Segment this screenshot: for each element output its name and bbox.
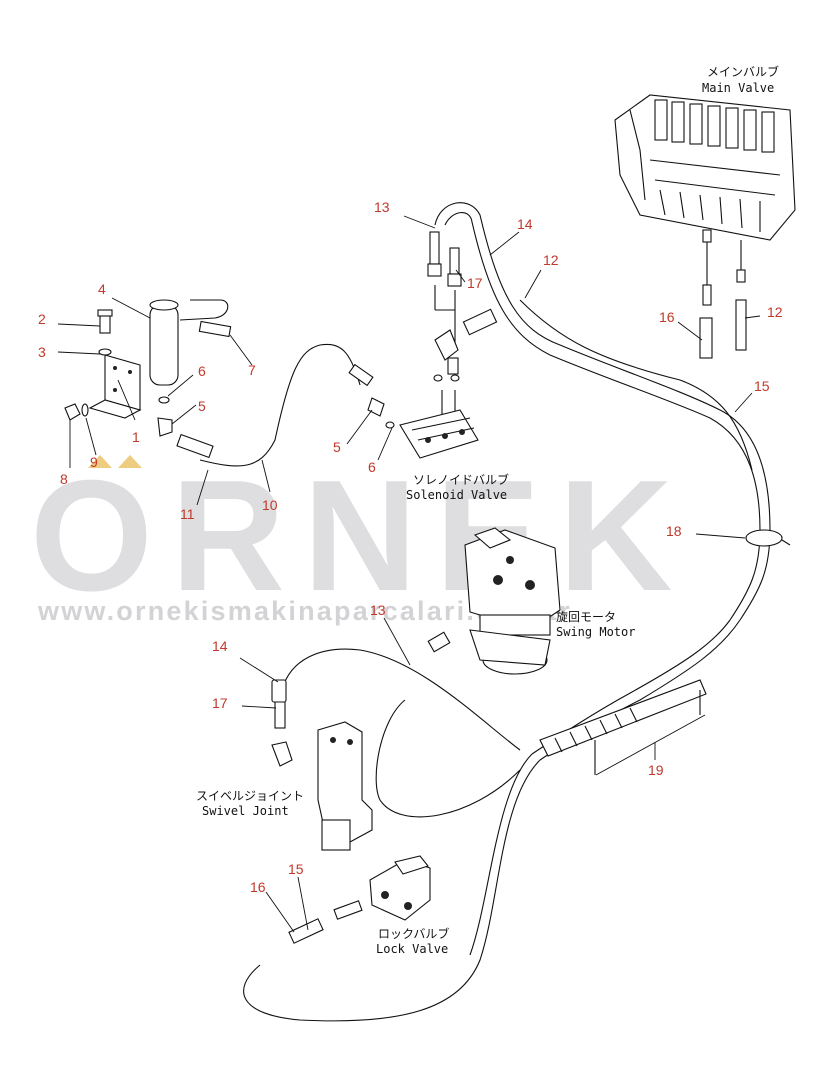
swing-motor xyxy=(427,527,561,675)
part-number-15-lower: 15 xyxy=(288,861,304,877)
main-valve-label-en: Main Valve xyxy=(702,81,774,95)
part-number-17-top: 17 xyxy=(467,275,483,291)
watermark-accent-right xyxy=(118,455,142,468)
part-number-17-lower: 17 xyxy=(212,695,228,711)
solenoid-valve-label-en: Solenoid Valve xyxy=(406,488,507,502)
part-number-18: 18 xyxy=(666,523,682,539)
part-number-7: 7 xyxy=(248,362,256,378)
part-number-12-top: 12 xyxy=(543,252,559,268)
part-number-11: 11 xyxy=(180,506,195,522)
part-number-5-right: 5 xyxy=(333,439,341,455)
watermark-brand: ORNEK xyxy=(30,448,691,624)
main-valve-label-jp: メインバルブ xyxy=(707,64,779,79)
part-number-19: 19 xyxy=(648,762,664,778)
part-number-14-lower: 14 xyxy=(212,638,228,654)
fittings-right xyxy=(699,299,747,359)
part-number-4: 4 xyxy=(98,281,106,297)
part-number-9: 9 xyxy=(90,454,98,470)
solenoid-valve xyxy=(348,231,498,459)
part-number-3: 3 xyxy=(38,344,46,360)
part-number-5-left: 5 xyxy=(198,398,206,414)
swivel-joint-label-jp: スイベルジョイント xyxy=(196,789,304,803)
part-number-14-top: 14 xyxy=(517,216,533,232)
main-valve xyxy=(614,94,796,306)
swing-motor-label-en: Swing Motor xyxy=(556,625,635,639)
accumulator-group xyxy=(64,299,232,459)
spiral-guard xyxy=(539,679,707,775)
part-number-6-right: 6 xyxy=(368,459,376,475)
solenoid-valve-label-jp: ソレノイドバルブ xyxy=(413,472,509,487)
part-number-10: 10 xyxy=(262,497,278,513)
watermark: ORNEK www.ornekismakinaparcalari.com.tr xyxy=(30,448,691,626)
part-number-8: 8 xyxy=(60,471,68,487)
part-number-labels: 2 3 4 1 6 5 7 8 9 10 11 5 6 13 14 12 17 … xyxy=(38,199,783,895)
leader-lines xyxy=(57,215,761,933)
swivel-joint xyxy=(271,679,373,851)
swing-motor-label-jp: 旋回モータ xyxy=(556,610,616,624)
part-number-16-right: 16 xyxy=(659,309,675,325)
part-number-15-right: 15 xyxy=(754,378,770,394)
watermark-accent-left xyxy=(88,455,112,468)
part-number-1: 1 xyxy=(132,429,140,445)
lock-valve-label-jp: ロックバルブ xyxy=(378,926,449,941)
part-number-12-right: 12 xyxy=(767,304,783,320)
part-number-16-lower: 16 xyxy=(250,879,266,895)
part-number-2: 2 xyxy=(38,311,46,327)
part-number-6-left: 6 xyxy=(198,363,206,379)
clamp-18 xyxy=(745,529,791,547)
lock-valve-label-en: Lock Valve xyxy=(376,942,448,956)
part-number-13-lower: 13 xyxy=(370,602,386,618)
part-number-13-top: 13 xyxy=(374,199,390,215)
swivel-joint-label-en: Swivel Joint xyxy=(202,804,289,818)
lock-valve xyxy=(288,855,431,944)
